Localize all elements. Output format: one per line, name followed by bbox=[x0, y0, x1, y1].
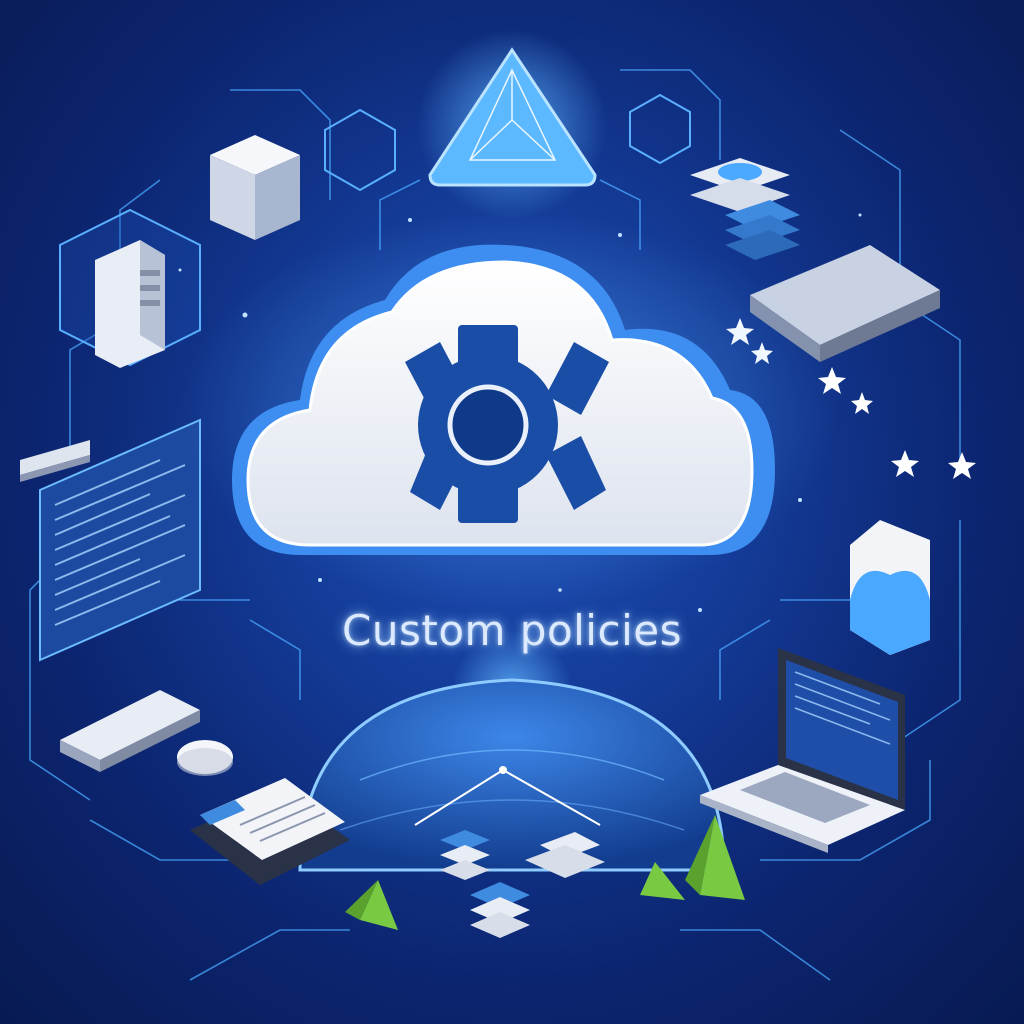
toggle-panel-icon bbox=[20, 440, 90, 482]
server-icon bbox=[95, 240, 165, 368]
stack-icon bbox=[690, 158, 800, 260]
code-screen-icon bbox=[39, 418, 201, 662]
sparkles bbox=[178, 213, 862, 612]
triangle-gem-icon bbox=[417, 30, 607, 220]
globe-icon bbox=[298, 630, 726, 872]
headline-text: Custom policies bbox=[342, 606, 682, 655]
keyboard-icon bbox=[60, 690, 200, 772]
cube-icon bbox=[210, 135, 300, 240]
laptop-icon bbox=[700, 648, 905, 853]
mouse-icon bbox=[177, 740, 233, 776]
stack-icon bbox=[440, 830, 605, 938]
cloud-card-icon bbox=[850, 520, 930, 655]
document-icon bbox=[190, 778, 350, 885]
cloud-gear-icon bbox=[232, 244, 775, 555]
pyramid-icon bbox=[345, 815, 745, 930]
